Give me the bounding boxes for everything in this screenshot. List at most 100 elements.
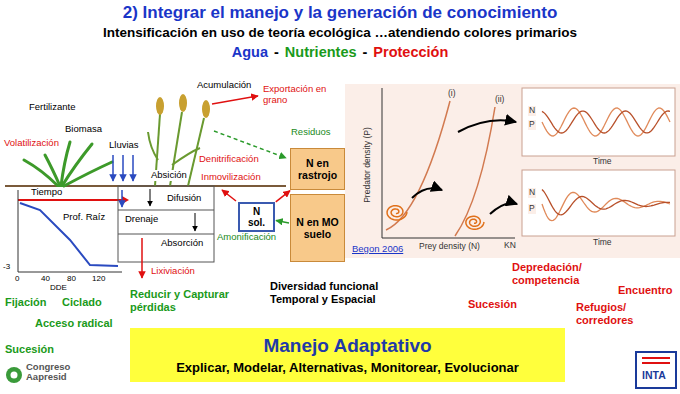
label: Acumulación (196, 80, 252, 91)
flow-arrow (276, 191, 290, 202)
logo-stripe (642, 362, 670, 364)
logo-stripe (642, 357, 670, 359)
soil-layer (118, 234, 214, 235)
graphic (150, 189, 151, 206)
graphic (112, 155, 114, 181)
denitrification-arrow (222, 190, 236, 201)
label: Tiempo (30, 187, 63, 198)
transition-arrow (412, 188, 442, 198)
graphic (64, 162, 112, 186)
isocline (386, 101, 450, 230)
axis (18, 190, 19, 272)
label: Exportación en grano (262, 84, 328, 106)
label: 40 (41, 274, 50, 283)
logo-icon (11, 372, 18, 379)
box-text: N en MO suelo (294, 216, 341, 240)
time-series (542, 111, 670, 133)
time-series (542, 108, 670, 136)
pool-box: N en MO suelo (290, 194, 345, 262)
logo-box (636, 352, 676, 388)
label: Protección (373, 44, 448, 61)
label: N (528, 106, 536, 116)
pool-box: N en rastrojo (290, 148, 345, 190)
graphic (172, 148, 200, 165)
label: Reducir y Capturar pérdidas (130, 288, 242, 313)
transition-arrow (458, 120, 516, 132)
label: Begon 2006 (352, 244, 403, 255)
label: Depredación/ competencia (512, 261, 608, 286)
label: Fijación (5, 296, 47, 309)
label: (i) (447, 89, 457, 99)
graphic (122, 155, 124, 181)
label: Time (592, 157, 613, 167)
highlight-box: Manejo AdaptativoExplicar, Modelar, Alte… (130, 328, 565, 382)
axis (18, 272, 122, 273)
label: Diversidad funcional Temporal y Espacial (270, 280, 394, 305)
graphic (45, 155, 60, 186)
graph-panel (345, 84, 680, 258)
box-text: Manejo Adaptativo (263, 335, 431, 357)
label: 0 (15, 274, 19, 283)
label: N (528, 188, 536, 198)
label: Congreso Aapresid (26, 362, 88, 382)
time-series-panel (522, 170, 675, 236)
graphic (148, 132, 158, 160)
axis (382, 238, 515, 239)
label: - (363, 44, 368, 61)
label: P (528, 120, 536, 130)
label: Inmovilización (200, 172, 262, 183)
graphic (121, 190, 123, 207)
label: (ii) (494, 95, 505, 105)
label: 80 (67, 274, 76, 283)
logo-icon (6, 367, 22, 383)
pool-box: N sol. (238, 202, 275, 232)
label: Drenaje (124, 214, 159, 225)
label: Prey density (N) (418, 242, 481, 252)
box-text: N sol. (243, 206, 270, 228)
root-depth-curve (20, 203, 118, 266)
label: Denitrificación (198, 154, 260, 165)
label: Absición (150, 170, 188, 181)
time-arrow (18, 199, 122, 201)
graphic (195, 213, 196, 231)
label: Sucesión (5, 343, 54, 356)
label: Lixiviación (150, 266, 196, 277)
label: P (528, 204, 536, 214)
spiral (466, 216, 484, 229)
spiral (387, 206, 407, 220)
label: KN (503, 241, 517, 251)
label: Sucesión (468, 298, 517, 311)
box-text: N en rastrojo (294, 157, 341, 181)
color-row: Agua-Nutrientes-Protección (0, 44, 680, 61)
flow-arrow (276, 221, 289, 223)
graphic (156, 97, 164, 115)
graphic (179, 94, 187, 112)
label: -3 (3, 262, 10, 271)
label: Prof. Raíz (62, 212, 106, 223)
graphic (61, 142, 70, 186)
label: Nutrientes (285, 44, 357, 61)
label: Volatilización (3, 138, 60, 149)
label: Ciclado (62, 296, 102, 309)
label: Agua (232, 44, 268, 61)
label: Intensificación en uso de teoría ecológi… (0, 25, 680, 41)
time-series (542, 190, 670, 215)
label: Time (592, 238, 613, 248)
label: Refugios/ corredores (576, 301, 648, 326)
graphic (132, 155, 134, 181)
box-text: Explicar, Modelar, Alternativas, Monitor… (176, 360, 519, 375)
time-arrowhead (122, 196, 129, 204)
label: Lluvias (108, 140, 140, 151)
label: INTA (642, 369, 666, 381)
wheat-head (156, 94, 210, 118)
label: DDE (50, 283, 67, 292)
slide-title: 2) Integrar el manejo y la generación de… (0, 3, 680, 23)
graphic (202, 100, 210, 118)
soil-layer (118, 210, 214, 211)
time-series (542, 193, 670, 221)
rain-arrow (113, 155, 133, 207)
axis (382, 88, 383, 238)
label: 120 (92, 274, 105, 283)
label: Biomasa (64, 124, 103, 135)
